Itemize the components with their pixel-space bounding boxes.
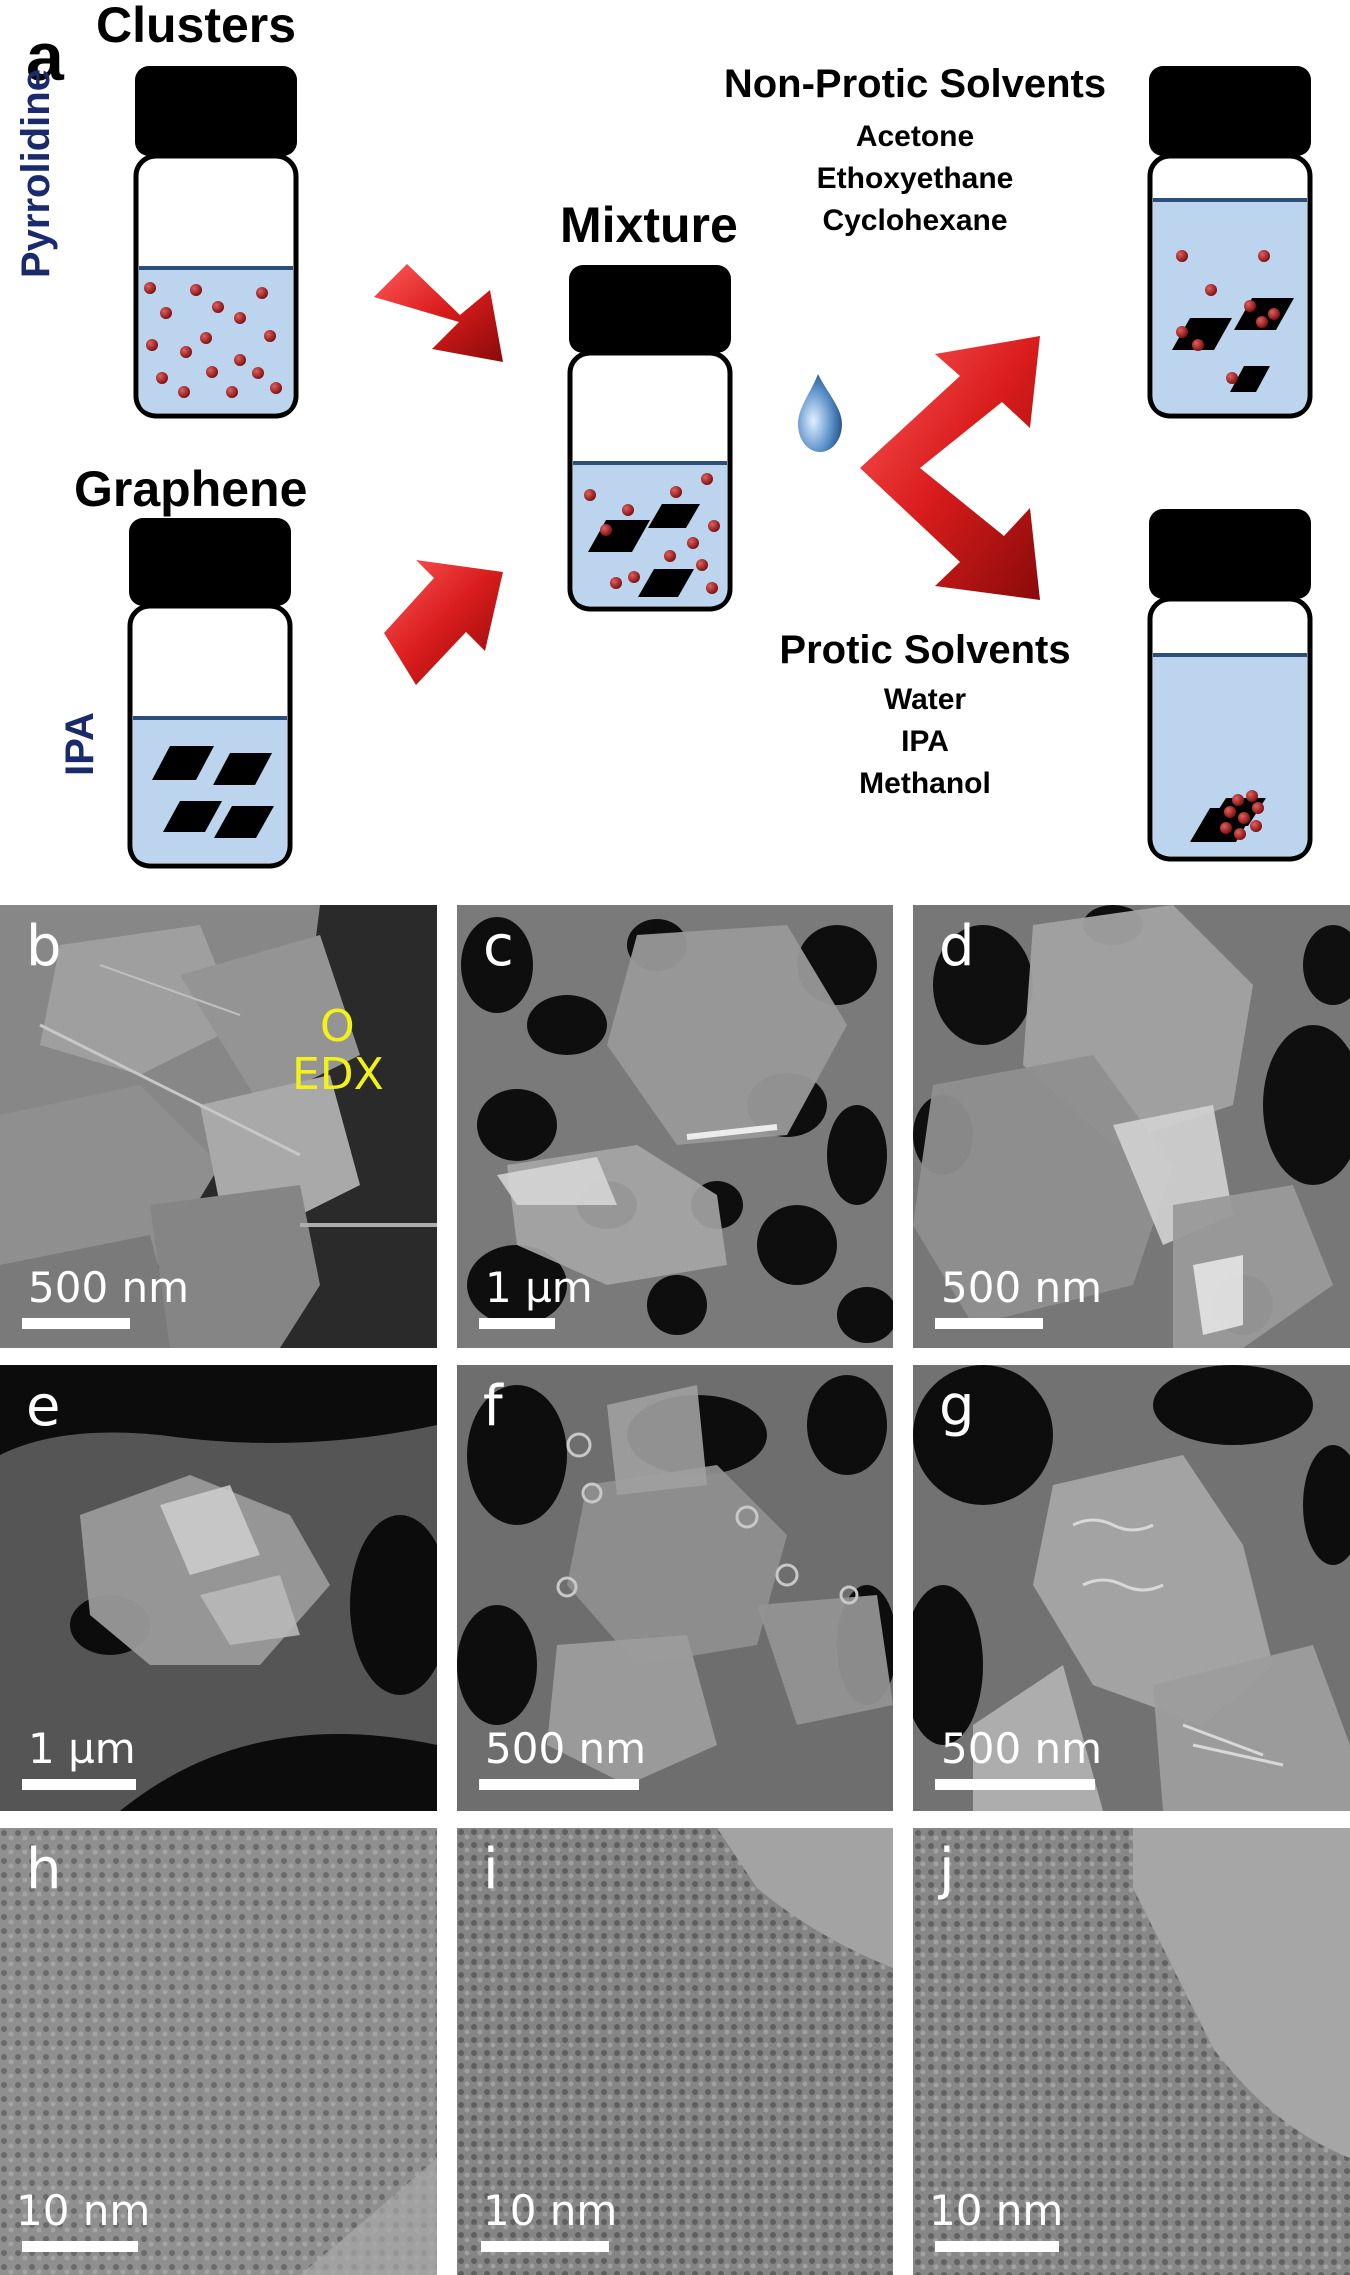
scale-bar <box>481 2241 609 2252</box>
edx-marker: O <box>320 1001 355 1052</box>
panel-letter: b <box>26 914 62 979</box>
micrograph-panel-f: f 500 nm <box>457 1365 893 1811</box>
vial-liquid <box>1153 655 1307 856</box>
micrograph-panel-g: g 500 nm <box>913 1365 1350 1811</box>
mixture-flakes <box>588 504 700 597</box>
scale-bar-label: 500 nm <box>28 1263 190 1312</box>
mixture-title: Mixture <box>560 197 738 253</box>
nonprotic-dots <box>1176 250 1280 384</box>
non-protic-title: Non-Protic Solvents <box>723 62 1107 106</box>
solvent-drop-icon <box>798 374 842 452</box>
micrograph-panel-e: e 1 µm <box>0 1365 437 1811</box>
sem-image <box>457 1365 893 1811</box>
graphene-title: Graphene <box>74 461 308 517</box>
sem-image <box>913 1365 1350 1811</box>
schematic-panel-a <box>127 66 1313 869</box>
protic-item: IPA <box>901 725 949 758</box>
scale-bar <box>22 1318 130 1329</box>
micrograph-panel-b: b O EDX 500 nm <box>0 905 437 1348</box>
scale-bar <box>22 1779 136 1790</box>
panel-letter: h <box>26 1837 62 1902</box>
scale-bar-label: 1 µm <box>485 1263 593 1312</box>
arrow-graphene-to-mixture <box>384 560 503 685</box>
scale-bar <box>479 1318 555 1329</box>
mixture-dots <box>584 473 720 594</box>
sem-image <box>0 905 437 1348</box>
vial-liquid <box>133 718 287 863</box>
vial-graphene <box>127 518 293 869</box>
panel-letter: g <box>939 1374 975 1439</box>
scale-bar-label: 10 nm <box>16 2186 151 2235</box>
vial-cap <box>1149 509 1311 599</box>
ipa-side-label: IPA <box>58 712 102 776</box>
non-protic-item: Ethoxyethane <box>816 162 1014 195</box>
panel-letter: d <box>939 914 975 979</box>
protic-title: Protic Solvents <box>779 628 1071 672</box>
vial-cap <box>569 265 731 353</box>
cluster-dots <box>144 282 282 398</box>
panel-letter: i <box>483 1837 499 1902</box>
arrow-clusters-to-mixture <box>374 264 503 362</box>
scale-bar <box>935 2241 1059 2252</box>
arrow-branch-out <box>860 336 1040 600</box>
clusters-title: Clusters <box>96 0 297 53</box>
panel-letter: e <box>26 1374 61 1439</box>
sem-image <box>457 905 893 1348</box>
scale-bar-label: 500 nm <box>485 1724 647 1773</box>
tem-image <box>913 1828 1350 2275</box>
vial-non-protic <box>1147 66 1313 419</box>
sem-image <box>913 905 1350 1348</box>
scale-bar-label: 500 nm <box>941 1263 1103 1312</box>
scale-bar-label: 10 nm <box>929 2186 1064 2235</box>
vial-cap <box>135 66 297 156</box>
tem-image <box>0 1828 437 2275</box>
vial-cap <box>1149 66 1311 156</box>
micrograph-panel-c: c 1 µm <box>457 905 893 1348</box>
scale-bar-label: 10 nm <box>483 2186 618 2235</box>
scale-bar <box>479 1779 639 1790</box>
micrograph-panel-i: i 10 nm <box>457 1828 893 2275</box>
non-protic-item: Acetone <box>855 120 975 153</box>
sem-image <box>0 1365 437 1811</box>
scale-bar-label: 500 nm <box>941 1724 1103 1773</box>
protic-aggregate <box>1190 790 1266 842</box>
protic-item: Methanol <box>859 767 991 800</box>
vial-mixture <box>567 265 733 612</box>
scale-bar-label: 1 µm <box>28 1724 136 1773</box>
panel-letter: j <box>939 1837 955 1902</box>
protic-item: Water <box>883 683 967 716</box>
vial-clusters <box>133 66 299 419</box>
vial-protic <box>1147 509 1313 862</box>
micrograph-panel-h: h 10 nm <box>0 1828 437 2275</box>
panel-letter-a: a <box>26 19 64 95</box>
edx-label: EDX <box>292 1049 384 1100</box>
micrograph-panel-d: d 500 nm <box>913 905 1350 1348</box>
graphene-flakes <box>152 746 274 838</box>
pyrrolidine-label: Pyrrolidine <box>14 69 58 278</box>
scale-bar <box>935 1318 1043 1329</box>
panel-letter: c <box>483 914 514 979</box>
non-protic-item: Cyclohexane <box>822 204 1008 237</box>
vial-cap <box>129 518 291 606</box>
micrograph-panel-j: j 10 nm <box>913 1828 1350 2275</box>
scale-bar <box>22 2241 138 2252</box>
tem-image <box>457 1828 893 2275</box>
scale-bar <box>935 1779 1095 1790</box>
panel-letter: f <box>483 1374 503 1439</box>
